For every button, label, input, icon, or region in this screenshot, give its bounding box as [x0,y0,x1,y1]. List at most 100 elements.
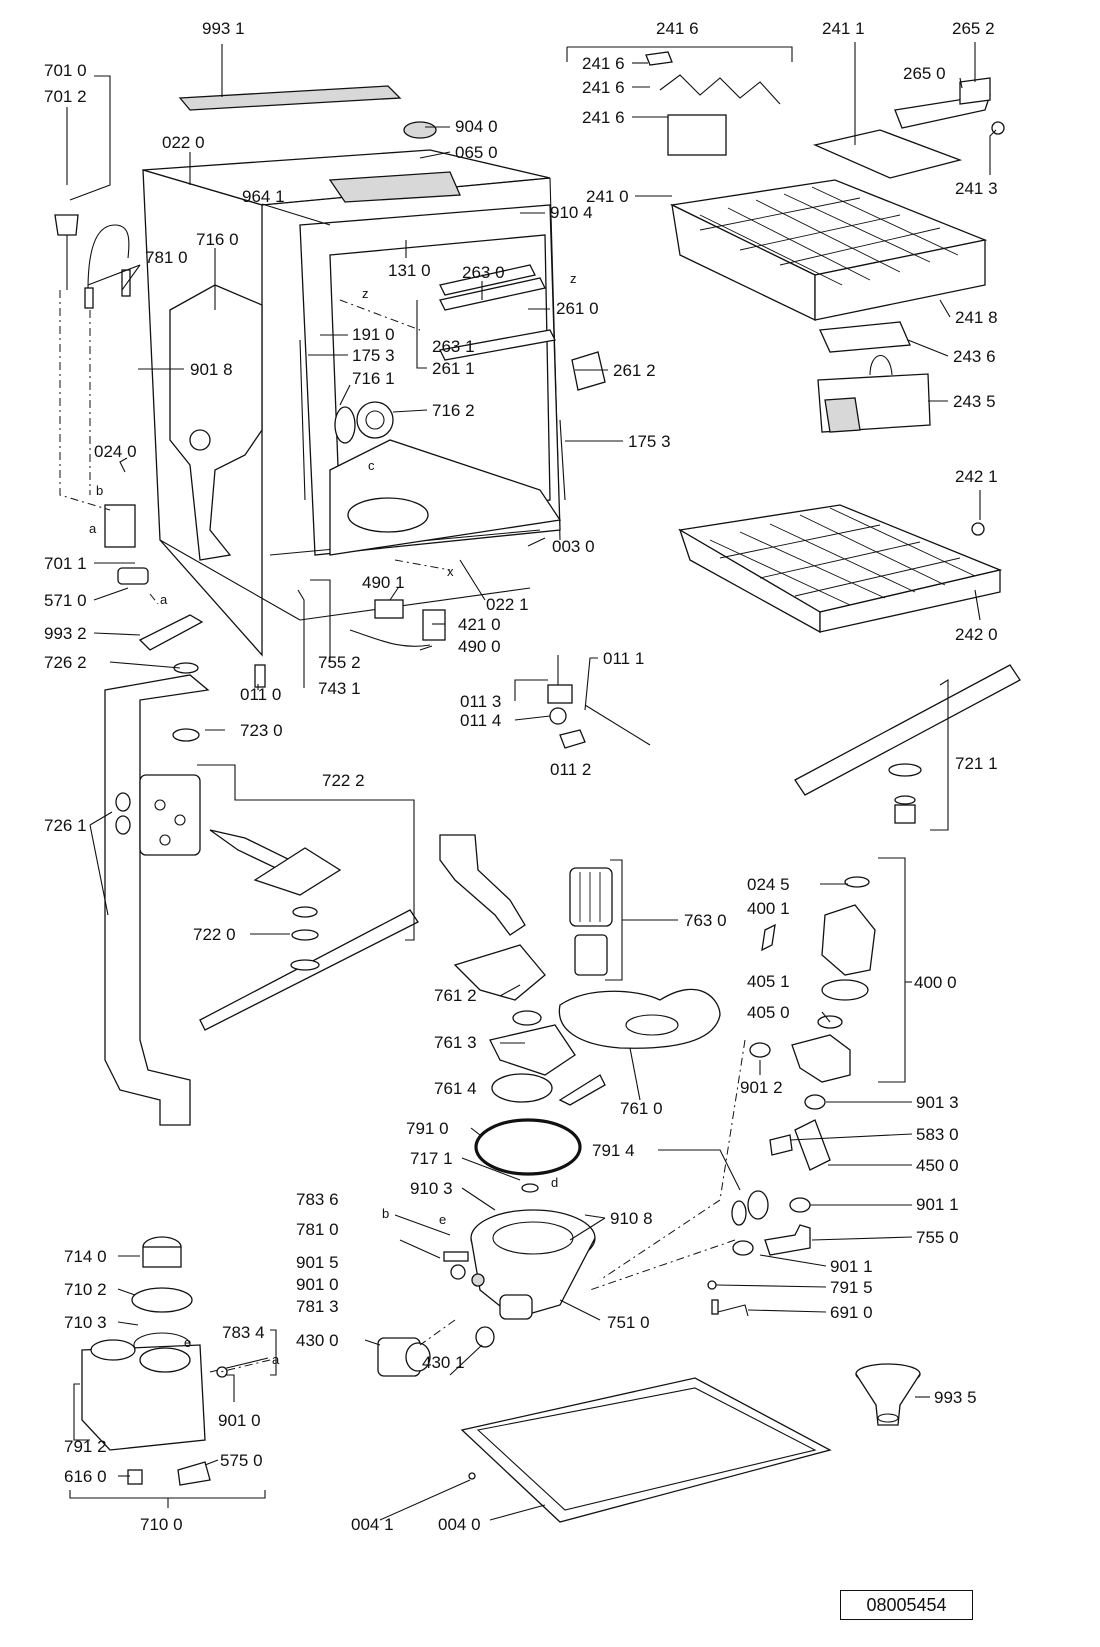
callout-722-0: 722 0 [193,925,236,944]
callout-701-2: 701 2 [44,87,87,106]
callout-701-0: 701 0 [44,61,87,80]
callout-723-0: 723 0 [240,721,283,740]
letter-mark: b [96,483,103,498]
callout-241-3: 241 3 [955,179,998,198]
callout-751-0: 751 0 [607,1313,650,1332]
document-id: 08005454 [866,1594,947,1615]
letter-mark: a [272,1352,280,1367]
callout-791-2: 791 2 [64,1437,107,1456]
callout-910-3: 910 3 [410,1179,453,1198]
callout-901-5: 901 5 [296,1253,339,1272]
callout-004-0: 004 0 [438,1515,481,1534]
callout-430-0: 430 0 [296,1331,339,1350]
cabinet-frame [54,121,651,749]
parts-linework [54,51,1021,1523]
callout-575-0: 575 0 [220,1451,263,1470]
callout-763-0: 763 0 [684,911,727,930]
callout-242-1: 242 1 [955,467,998,486]
callout-265-2: 265 2 [952,19,995,38]
callout-964-1: 964 1 [242,187,285,206]
callout-783-4: 783 4 [222,1323,265,1342]
letter-mark: a [160,592,168,607]
letter-mark: z [570,271,577,286]
callout-241-8: 241 8 [955,308,998,327]
upper-rack [645,51,1005,433]
callout-011-2: 011 2 [550,760,591,779]
callout-263-0: 263 0 [462,263,505,282]
callout-191-0: 191 0 [352,325,395,344]
callout-710-2: 710 2 [64,1280,107,1299]
callout-022-0: 022 0 [162,133,205,152]
callout-791-4: 791 4 [592,1141,635,1160]
callout-781-3: 781 3 [296,1297,339,1316]
callout-242-0: 242 0 [955,625,998,644]
heater-hoses [707,1119,831,1317]
callout-716-2: 716 2 [432,401,475,420]
riser-pipe [104,662,210,1126]
document-id-box: 08005454 [840,1590,973,1620]
callout-241-6-d: 241 6 [582,108,625,127]
callout-421-0: 421 0 [458,615,501,634]
callout-717-1: 717 1 [410,1149,453,1168]
letter-mark: b [382,1206,389,1221]
callout-726-1: 726 1 [44,816,87,835]
callout-761-4: 761 4 [434,1079,477,1098]
callout-721-1: 721 1 [955,754,998,773]
callout-726-2: 726 2 [44,653,87,672]
callout-430-1: 430 1 [422,1353,465,1372]
callout-716-1: 716 1 [352,369,395,388]
callout-022-1: 022 1 [486,595,529,614]
callout-004-1: 004 1 [351,1515,394,1534]
callout-901-8: 901 8 [190,360,233,379]
callout-993-5: 993 5 [934,1388,977,1407]
callout-901-0-a: 901 0 [296,1275,339,1294]
callout-241-6-c: 241 6 [582,78,625,97]
callout-241-6-a: 241 6 [656,19,699,38]
water-softener [81,1236,269,1486]
callout-781-0-a: 781 0 [145,248,188,267]
letter-mark: d [551,1175,558,1190]
callout-781-0-b: 781 0 [296,1220,339,1239]
callout-labels: 993 1 701 0 701 2 022 0 904 0 065 0 964 … [44,19,998,1534]
callout-243-5: 243 5 [953,392,996,411]
callout-993-1: 993 1 [202,19,245,38]
callout-691-0: 691 0 [830,1303,873,1322]
upper-spray-arm [794,664,1021,824]
callout-710-3: 710 3 [64,1313,107,1332]
base-plate [460,1377,832,1523]
callout-755-2: 755 2 [318,653,361,672]
callout-011-1: 011 1 [603,649,644,668]
funnel [855,1363,921,1426]
callout-901-3: 901 3 [916,1093,959,1112]
lower-spray-arm [199,829,419,1031]
callout-241-0: 241 0 [586,187,629,206]
callout-265-0: 265 0 [903,64,946,83]
callout-405-1: 405 1 [747,972,790,991]
callout-065-0: 065 0 [455,143,498,162]
callout-003-0: 003 0 [552,537,595,556]
callout-901-1-a: 901 1 [916,1195,959,1214]
letter-mark: e [184,1335,191,1350]
callout-024-5: 024 5 [747,875,790,894]
callout-261-2: 261 2 [613,361,656,380]
letter-mark: c [368,458,375,473]
callout-405-0: 405 0 [747,1003,790,1022]
callout-755-0: 755 0 [916,1228,959,1247]
callout-901-2: 901 2 [740,1078,783,1097]
callout-400-0: 400 0 [914,973,957,992]
sump-assembly-lower [377,1183,596,1377]
callout-261-1: 261 1 [432,359,475,378]
callout-175-3-b: 175 3 [628,432,671,451]
callout-131-0: 131 0 [388,261,431,280]
callout-743-1: 743 1 [318,679,361,698]
callout-261-0: 261 0 [556,299,599,318]
letter-mark: e [439,1212,446,1227]
callout-400-1: 400 1 [747,899,790,918]
letter-mark: x [447,564,454,579]
circulation-pump [749,876,876,1110]
sump-assembly-upper [439,834,721,1176]
callout-011-3: 011 3 [460,692,501,711]
callout-716-0: 716 0 [196,230,239,249]
callout-701-1: 701 1 [44,554,87,573]
callout-616-0: 616 0 [64,1467,107,1486]
